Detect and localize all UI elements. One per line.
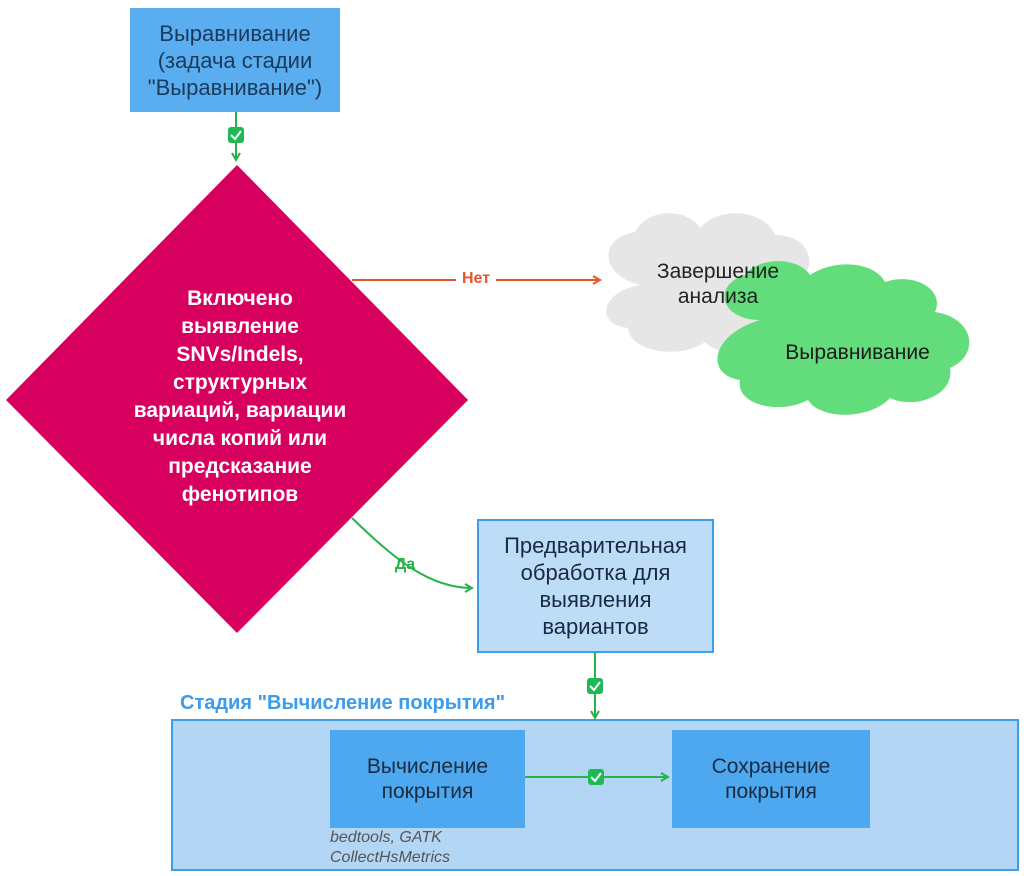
decision-diamond [6, 165, 468, 633]
start-node-label: Выравнивание (задача стадии "Выравнивани… [147, 20, 323, 100]
stage-title: Стадия "Вычисление покрытия" [180, 692, 506, 714]
preprocessing-label: Предварительная обработка для выявления … [504, 533, 687, 639]
coverage-stage-container [171, 719, 1019, 871]
end-analysis-label: Завершение анализа [656, 260, 780, 308]
coverage-calc-node [330, 730, 525, 828]
alignment-cloud-label: Выравнивание [785, 341, 930, 364]
coverage-tools-label: bedtools, GATK CollectHsMetrics [330, 829, 451, 866]
decision-label: Включено выявление SNVs/Indels, структур… [133, 287, 347, 506]
start-node-alignment [130, 8, 340, 112]
edge-label-yes: Да [394, 556, 416, 573]
alignment-cloud [717, 261, 970, 415]
edge-label-no: Нет [456, 270, 496, 288]
coverage-save-label: Сохранение покрытия [711, 755, 831, 803]
edge-decision-to-preprocessing [351, 517, 472, 588]
coverage-calc-label: Вычисление покрытия [366, 755, 489, 803]
preprocessing-node [477, 519, 714, 653]
check-badge-icon [587, 678, 603, 694]
check-badge-icon [228, 127, 244, 143]
check-badge-icon [588, 769, 604, 785]
coverage-save-node [672, 730, 870, 828]
